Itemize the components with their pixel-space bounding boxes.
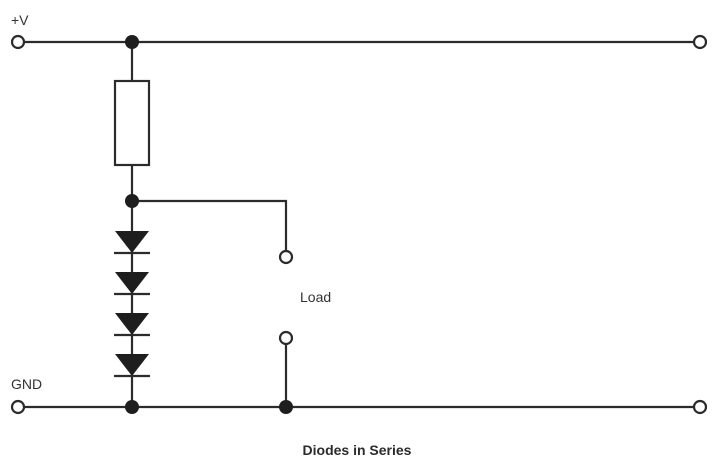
diode-2-anode-triangle: [115, 272, 149, 294]
load-label: Load: [300, 289, 331, 305]
diode-1: [114, 231, 150, 255]
terminal-ground-right: [692, 399, 708, 415]
junction-supply: [125, 35, 139, 49]
junction-diodes-ground: [125, 400, 139, 414]
terminal-load-top: [278, 249, 294, 265]
terminal-supply-right: [692, 34, 708, 50]
junction-resistor-diodes: [125, 194, 139, 208]
diode-4: [114, 354, 150, 378]
terminal-ground-left: [10, 399, 26, 415]
resistor: [113, 79, 151, 167]
diode-3-anode-triangle: [115, 313, 149, 335]
terminal-supply-left: [10, 34, 26, 50]
diagram-title: Diodes in Series: [303, 442, 412, 458]
wire-to-load-top: [132, 199, 288, 251]
ground-label: GND: [11, 376, 42, 392]
junction-load-ground: [279, 400, 293, 414]
supply-label: +V: [11, 12, 29, 28]
diode-1-anode-triangle: [115, 231, 149, 253]
diode-2: [114, 272, 150, 296]
diode-4-anode-triangle: [115, 354, 149, 376]
diode-3: [114, 313, 150, 337]
terminal-load-bottom: [278, 330, 294, 346]
